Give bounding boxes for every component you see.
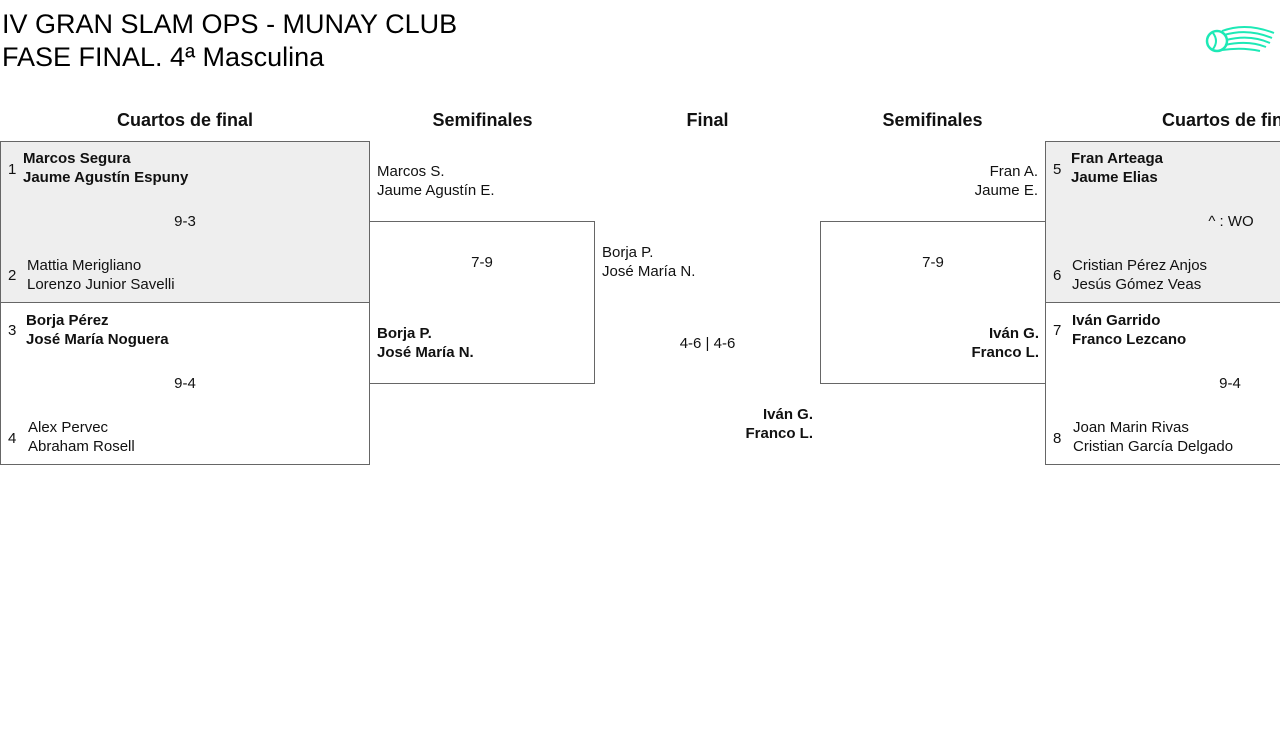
quarterfinal-match-2[interactable]: 3 Borja Pérez José María Noguera 9-4 4 A… (0, 302, 370, 465)
semifinal-left-top-player: Jaume Agustín E. (377, 182, 495, 199)
semifinal-match-left[interactable]: 7-9 Borja P. José María N. (369, 221, 595, 384)
final-top-player: Borja P. (602, 244, 654, 261)
player-name: Cristian Pérez Anjos (1072, 257, 1208, 274)
column-header-semifinals-left: Semifinales (432, 110, 533, 130)
column-header-quarterfinals-right: Cuartos de final (1161, 110, 1280, 130)
player-name: José María Noguera (26, 331, 169, 348)
quarterfinal-match-1[interactable]: 1 Marcos Segura Jaume Agustín Espuny 9-3… (0, 141, 370, 303)
match-score: 9-3 (174, 213, 196, 230)
player-name: Franco Lezcano (1072, 331, 1187, 348)
semifinal-left-top-player: Marcos S. (377, 163, 445, 180)
player-name: Joan Marin Rivas (1073, 419, 1189, 436)
match-score: ^ : WO (1208, 213, 1254, 230)
player-name: José María N. (377, 344, 474, 361)
seed-number: 2 (8, 267, 17, 284)
final-top-player: José María N. (602, 263, 696, 280)
player-name: Iván G. (988, 325, 1039, 342)
player-name: Mattia Merigliano (27, 257, 142, 274)
player-name: Fran Arteaga (1071, 150, 1163, 167)
seed-number: 3 (8, 322, 17, 339)
semifinal-right-top-player: Fran A. (989, 163, 1038, 180)
final-bottom-player: Iván G. (762, 406, 813, 423)
column-header-final: Final (686, 110, 729, 130)
player-name: Iván Garrido (1072, 312, 1161, 329)
player-name: Jaume Agustín Espuny (23, 169, 189, 186)
final-score: 4-6 | 4-6 (679, 335, 736, 352)
phase-title: FASE FINAL. 4ª Masculina (2, 42, 325, 72)
match-score: 7-9 (922, 254, 944, 271)
semifinal-right-top-player: Jaume E. (974, 182, 1038, 199)
tennis-ball-logo-icon (1205, 26, 1275, 53)
player-name: Borja Pérez (26, 312, 109, 329)
seed-number: 8 (1053, 430, 1062, 447)
player-name: Alex Pervec (28, 419, 109, 436)
seed-number: 5 (1053, 161, 1062, 178)
tournament-title: IV GRAN SLAM OPS - MUNAY CLUB (2, 9, 458, 39)
semifinal-match-right[interactable]: 7-9 Iván G. Franco L. (820, 221, 1046, 384)
column-header-semifinals-right: Semifinales (882, 110, 983, 130)
player-name: Cristian García Delgado (1073, 438, 1234, 455)
match-score: 9-4 (1219, 375, 1241, 392)
match-score: 9-4 (174, 375, 196, 392)
column-header-quarterfinals-left: Cuartos de final (116, 110, 254, 130)
seed-number: 7 (1053, 322, 1062, 339)
player-name: Abraham Rosell (28, 438, 135, 455)
player-name: Borja P. (377, 325, 432, 342)
player-name: Franco L. (971, 344, 1039, 361)
final-bottom-player: Franco L. (745, 425, 813, 442)
seed-number: 6 (1053, 267, 1062, 284)
player-name: Jesús Gómez Veas (1072, 276, 1202, 293)
player-name: Marcos Segura (23, 150, 131, 167)
quarterfinal-match-7[interactable]: 7 Iván Garrido Franco Lezcano 9-4 8 Joan… (1045, 302, 1280, 465)
match-score: 7-9 (471, 254, 493, 271)
seed-number: 1 (8, 161, 17, 178)
seed-number: 4 (8, 430, 17, 447)
quarterfinal-match-5[interactable]: 5 Fran Arteaga Jaume Elias ^ : WO 6 Cris… (1045, 141, 1280, 303)
player-name: Lorenzo Junior Savelli (27, 276, 175, 293)
player-name: Jaume Elias (1071, 169, 1158, 186)
